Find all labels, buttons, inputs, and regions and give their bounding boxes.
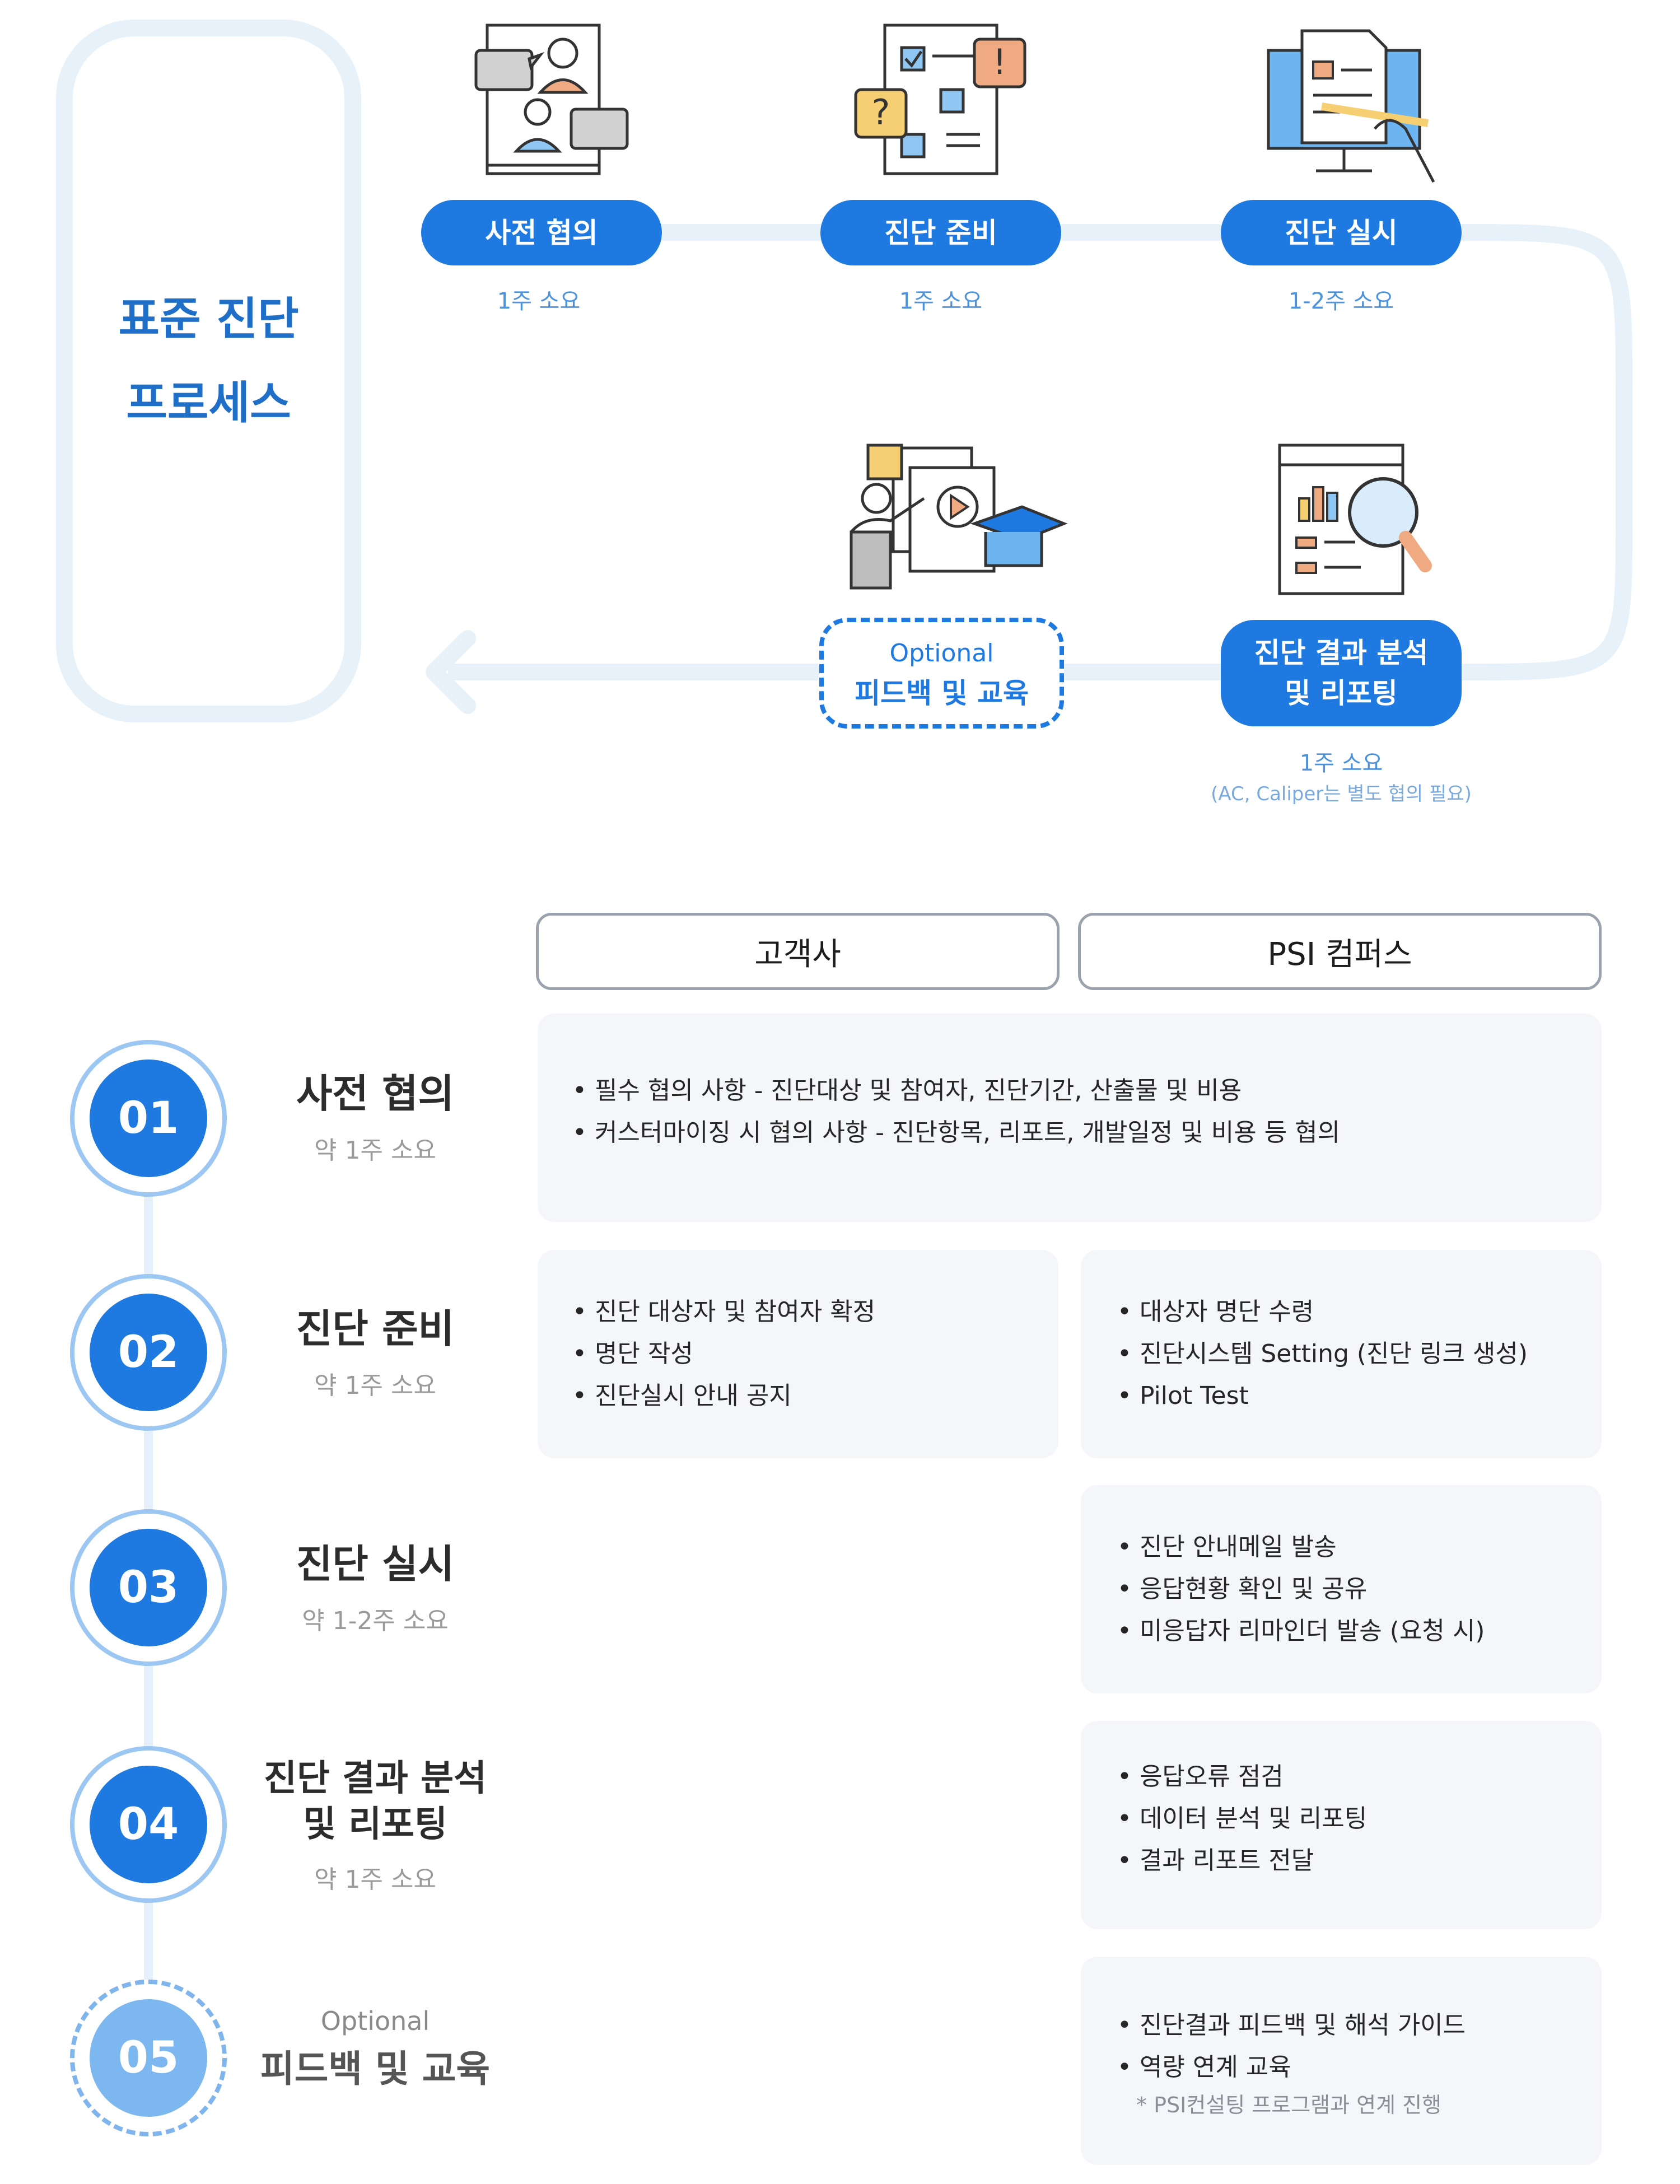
flow-step-consultation: 사전 협의 <box>421 200 662 265</box>
timeline-connector <box>144 1666 153 1747</box>
timeline-connector <box>144 1901 153 1982</box>
card-item: 응답오류 점검 <box>1117 1756 1602 1798</box>
step-number: 01 <box>90 1060 207 1177</box>
card-psi-04: 응답오류 점검 데이터 분석 및 리포팅 결과 리포트 전달 <box>1081 1721 1602 1929</box>
step-number: 05 <box>90 1999 207 2117</box>
card-item: 결과 리포트 전달 <box>1117 1840 1602 1882</box>
step-duration: 약 1주 소요 <box>314 1371 436 1400</box>
flow-step-optional: Optional <box>889 639 994 668</box>
card-item: 진단 대상자 및 참여자 확정 <box>572 1291 1058 1333</box>
card-item: 대상자 명단 수령 <box>1117 1291 1602 1333</box>
card-item: 역량 연계 교육 <box>1117 2046 1602 2088</box>
card-item: 진단결과 피드백 및 해석 가이드 <box>1117 2004 1602 2046</box>
step-title: 진단 실시 <box>296 1541 454 1587</box>
step-number: 03 <box>90 1529 207 1646</box>
step-title: 사전 협의 <box>296 1071 454 1117</box>
step-title: 피드백 및 교육 <box>260 2047 491 2090</box>
flow-step-duration: 1주 소요 <box>899 288 983 314</box>
consultation-icon <box>474 24 629 175</box>
card-item: Pilot Test <box>1117 1375 1602 1417</box>
process-flow-track: ! ? <box>426 24 1632 714</box>
column-header-psi: PSI 컴퍼스 <box>1078 913 1602 990</box>
card-psi-05: 진단결과 피드백 및 해석 가이드 역량 연계 교육 * PSI컨설팅 프로그램… <box>1081 1957 1602 2165</box>
svg-text:!: ! <box>993 41 1007 82</box>
card-item: 커스터마이징 시 협의 사항 - 진단항목, 리포트, 개발일정 및 비용 등 … <box>572 1112 1602 1154</box>
flow-step-label: 진단 준비 <box>884 216 997 249</box>
step-title-line2: 및 리포팅 <box>303 1804 447 1845</box>
card-item: 진단시스템 Setting (진단 링크 생성) <box>1117 1333 1602 1375</box>
flow-step-duration: 1-2주 소요 <box>1288 288 1394 314</box>
card-item: 진단실시 안내 공지 <box>572 1375 1058 1417</box>
card-item: 데이터 분석 및 리포팅 <box>1117 1798 1602 1840</box>
card-item: 진단 안내메일 발송 <box>1117 1526 1602 1568</box>
analysis-icon <box>1278 444 1432 595</box>
svg-text:?: ? <box>872 92 890 133</box>
flow-step-label-line1: 진단 결과 분석 <box>1254 637 1429 669</box>
process-title-line2: 프로세스 <box>126 377 291 429</box>
step-title: 진단 준비 <box>296 1306 454 1352</box>
flow-step-label: 피드백 및 교육 <box>855 677 1029 710</box>
checklist-icon: ! ? <box>854 24 1026 175</box>
step-badge-02: 02 <box>70 1274 227 1431</box>
flow-step-label: 사전 협의 <box>485 216 598 249</box>
step-badge-01: 01 <box>70 1040 227 1197</box>
flow-step-duration: 1주 소요 <box>497 288 581 314</box>
timeline-connector <box>144 1431 153 1512</box>
flow-step-execution: 진단 실시 <box>1221 200 1462 265</box>
step-badge-03: 03 <box>70 1509 227 1666</box>
card-client-02: 진단 대상자 및 참여자 확정 명단 작성 진단실시 안내 공지 <box>538 1250 1058 1458</box>
step-duration: 약 1주 소요 <box>314 1136 436 1165</box>
flow-step-feedback: Optional 피드백 및 교육 <box>819 618 1064 729</box>
step-optional: Optional <box>320 2006 430 2036</box>
card-item: 미응답자 리마인더 발송 (요청 시) <box>1117 1610 1602 1652</box>
step-badge-05: 05 <box>70 1980 227 2136</box>
step-number: 02 <box>90 1294 207 1411</box>
column-header-client: 고객사 <box>536 913 1060 990</box>
card-note: * PSI컨설팅 프로그램과 연계 진행 <box>1136 2093 1442 2117</box>
step-duration: 약 1-2주 소요 <box>302 1607 449 1635</box>
flow-step-label: 진단 실시 <box>1285 216 1398 249</box>
flow-step-duration: 1주 소요 <box>1299 750 1383 776</box>
card-item: 명단 작성 <box>572 1333 1058 1375</box>
process-title-line1: 표준 진단 <box>118 293 299 345</box>
step-number: 04 <box>90 1766 207 1883</box>
flow-step-preparation: 진단 준비 <box>820 200 1061 265</box>
monitor-document-icon <box>1267 29 1435 183</box>
flow-step-analysis: 진단 결과 분석 및 리포팅 <box>1221 620 1462 726</box>
card-psi-03: 진단 안내메일 발송 응답현황 확인 및 공유 미응답자 리마인더 발송 (요청… <box>1081 1485 1602 1693</box>
card-item: 응답현황 확인 및 공유 <box>1117 1568 1602 1610</box>
step-title-line1: 진단 결과 분석 <box>264 1758 487 1799</box>
card-psi-02: 대상자 명단 수령 진단시스템 Setting (진단 링크 생성) Pilot… <box>1081 1250 1602 1458</box>
step-badge-04: 04 <box>70 1746 227 1903</box>
timeline-connector <box>144 1193 153 1274</box>
step-duration: 약 1주 소요 <box>314 1865 436 1894</box>
flow-step-label-line2: 및 리포팅 <box>1285 677 1398 710</box>
teaching-icon <box>850 444 1068 590</box>
card-shared-01: 필수 협의 사항 - 진단대상 및 참여자, 진단기간, 산출물 및 비용 커스… <box>538 1014 1602 1222</box>
process-title-frame: 표준 진단 프로세스 <box>56 20 361 722</box>
flow-step-note: (AC, Caliper는 별도 협의 필요) <box>1211 783 1472 805</box>
flow-arrow-icon <box>426 630 476 714</box>
card-item: 필수 협의 사항 - 진단대상 및 참여자, 진단기간, 산출물 및 비용 <box>572 1070 1602 1112</box>
